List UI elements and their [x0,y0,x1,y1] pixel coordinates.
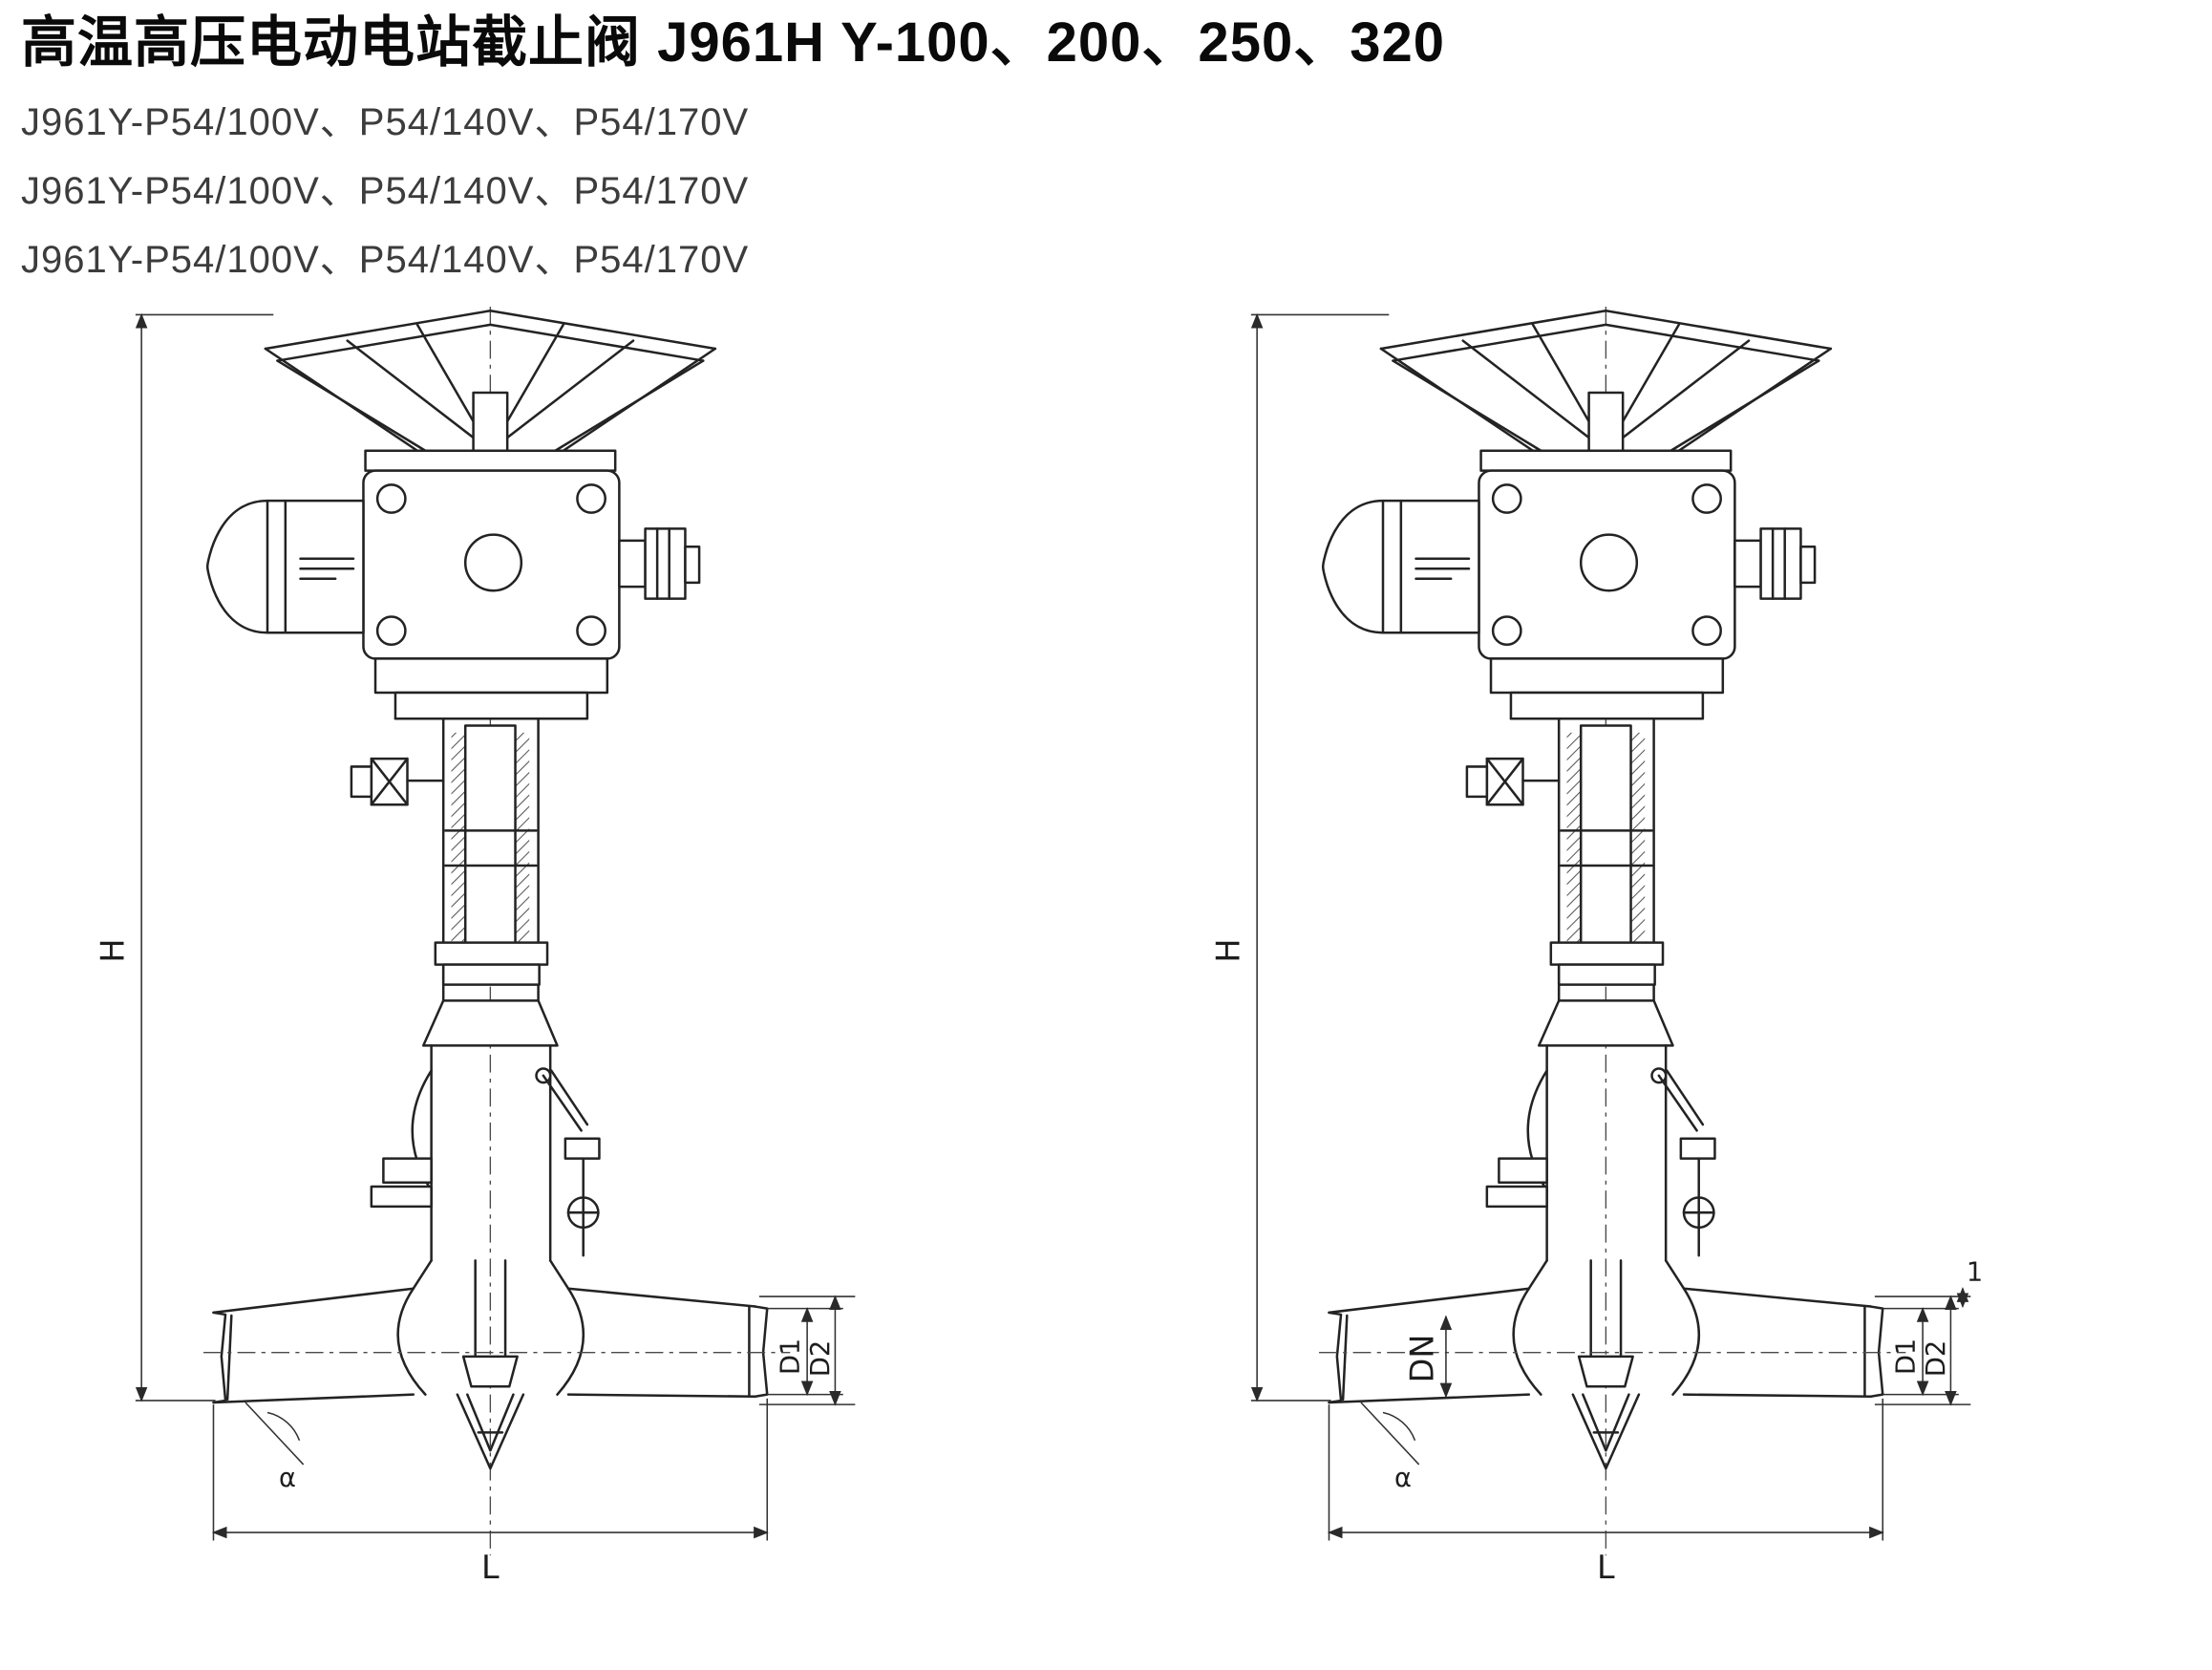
dim-label-D1: D1 [1892,1338,1922,1375]
model-line-2: J961Y-P54/100V、P54/140V、P54/170V [21,170,750,212]
dim-label-one: 1 [1967,1257,1983,1287]
dim-label-alpha: α [1394,1464,1412,1493]
valve-drawing-left: H L α D1 D2 [96,298,955,1586]
page-header: 高温高压电动电站截止阀 J961H Y-100、200、250、320 [21,10,2189,76]
dim-label-L: L [1597,1549,1615,1586]
dim-label-D2: D2 [1922,1340,1951,1377]
dim-label-alpha: α [279,1464,296,1493]
dim-label-H: H [96,938,131,962]
page-title: 高温高压电动电站截止阀 J961H Y-100、200、250、320 [21,11,1445,74]
dim-label-D1: D1 [776,1338,806,1375]
dim-label-H: H [1211,938,1246,962]
valve-outline [1251,307,1970,1555]
model-line-1: J961Y-P54/100V、P54/140V、P54/170V [21,101,750,143]
valve-outline [136,307,855,1555]
dim-label-D2: D2 [806,1340,836,1377]
dim-label-L: L [481,1549,500,1586]
model-line-3: J961Y-P54/100V、P54/140V、P54/170V [21,239,750,281]
dim-label-DN: DN [1403,1335,1440,1383]
valve-drawing-right: H L α DN D1 D2 1 [1211,298,1983,1586]
